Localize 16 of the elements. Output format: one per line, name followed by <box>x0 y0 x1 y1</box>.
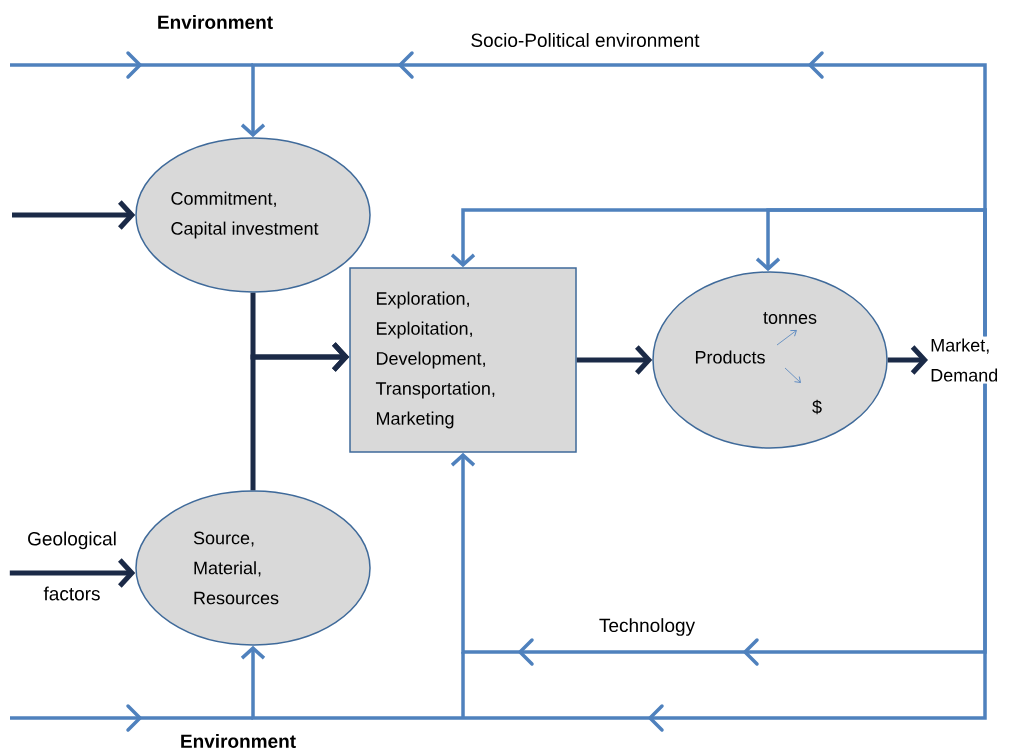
bare-text: Geological factors <box>28 531 116 601</box>
arrow <box>250 342 350 491</box>
caption-text: Technology <box>599 618 695 636</box>
arrow <box>450 383 987 654</box>
caption-text: Environment <box>158 15 273 29</box>
ellipse-node: Source, Material, Resources <box>135 490 371 646</box>
ellipse-node: Commitment, Capital investment <box>135 137 371 293</box>
arrow <box>12 200 136 230</box>
process-box: Exploration, Exploitation, Development, Transportation, Marketing <box>349 267 577 453</box>
ellipse-node: tonnes Products $ <box>652 271 888 449</box>
bare-text: Market, Demand <box>931 338 998 382</box>
arrow <box>755 208 987 337</box>
caption-text: Environment <box>181 734 296 748</box>
caption-text: Socio-Political environment <box>471 33 700 47</box>
arrow <box>9 558 136 588</box>
arrow <box>576 345 653 375</box>
